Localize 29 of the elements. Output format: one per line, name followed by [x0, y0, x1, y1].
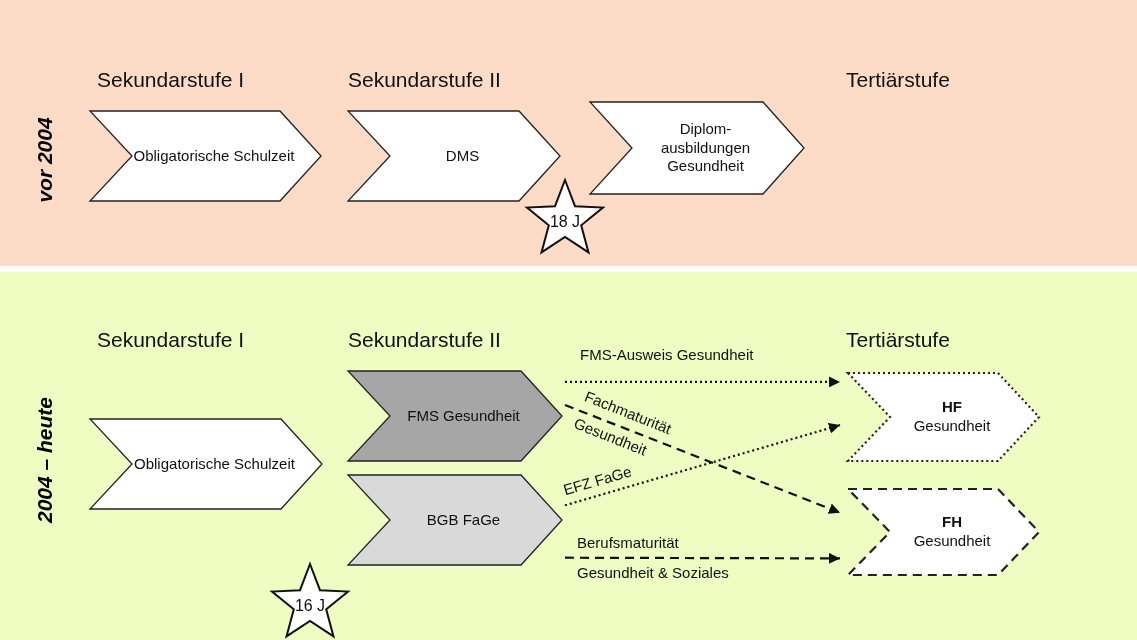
- box-text: Gesundheit: [913, 532, 991, 551]
- box-text: Diplom- ausbildungen Gesundheit: [659, 119, 752, 177]
- stage-heading: Tertiärstufe: [846, 328, 950, 352]
- period-label: 2004 – heute: [33, 396, 57, 524]
- edge-label: Berufsmaturität Gesundheit & Soziales: [577, 533, 730, 583]
- box-text: BGB FaGe: [426, 510, 501, 530]
- stage-heading: Sekundarstufe II: [348, 328, 501, 352]
- box-text: Obligatorische Schulzeit: [134, 454, 295, 474]
- stage-heading: Sekundarstufe I: [97, 328, 245, 352]
- arrow: [564, 403, 841, 514]
- box-text: Obligatorische Schulzeit: [133, 146, 295, 166]
- arrow: [565, 376, 840, 388]
- box-text: DMS: [445, 146, 480, 166]
- stage-heading: Sekundarstufe II: [348, 68, 501, 92]
- edge-label: EFZ FaGe: [561, 461, 635, 500]
- stage-heading: Tertiärstufe: [846, 68, 950, 92]
- age-label: 16 J: [294, 596, 326, 616]
- stage-heading: Sekundarstufe I: [97, 68, 245, 92]
- edge-label: FMS-Ausweis Gesundheit: [580, 346, 755, 364]
- box-heading: FH: [942, 513, 962, 532]
- box-heading: HF: [942, 398, 962, 417]
- arrow: [564, 422, 841, 507]
- box-text: Gesundheit: [913, 417, 991, 436]
- timeline-band: [0, 0, 1137, 266]
- box-text: FMS Gesundheit: [407, 406, 520, 426]
- period-label: vor 2004: [33, 117, 57, 203]
- arrow: [565, 552, 840, 564]
- timeline-band: [0, 272, 1137, 640]
- age-label: 18 J: [549, 212, 581, 232]
